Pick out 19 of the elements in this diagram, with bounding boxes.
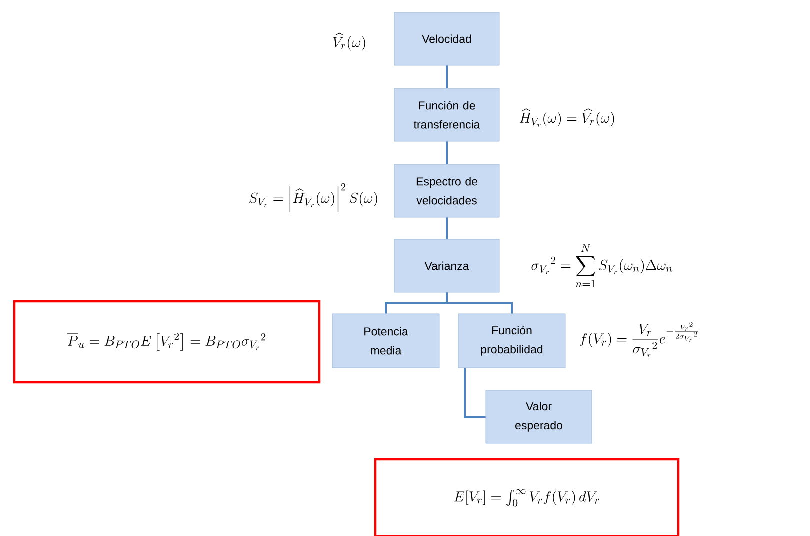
formula: $\widehat{H}_{V_r}(\omega) = \widehat{V_r}(\omega)$ <box>520 108 614 128</box>
process-box: Función de transferencia <box>394 88 500 142</box>
connector-line <box>446 66 448 88</box>
connector-line <box>446 292 513 314</box>
connector-line <box>464 368 486 418</box>
connector-line <box>446 218 448 240</box>
formula: $S_{V_r} = \left|\widehat{H}_{V_r}(\omega)\right|^2 S(\omega)$ <box>250 183 378 213</box>
process-box: Potencia media <box>332 314 440 368</box>
formula: ${\sigma_{V_r}}^2 = \sum_{n=1}^{N} S_{V_r}(\omega_n)\Delta\omega_n$ <box>532 244 672 288</box>
process-box: Velocidad <box>394 12 500 66</box>
process-box: Función probabilidad <box>458 314 566 368</box>
formula: $f(V_r) = \frac{V_r}{{\sigma_{V_r}}^2} e^{-\frac{{V_r}^2}{2{\sigma_{V_r}}^2}}$ <box>580 322 698 358</box>
process-box: Varianza <box>394 239 500 293</box>
formula-box: $\overline{P}_u = B_{PTO}E\left[{V_r}^2\right] = B_{PTO}{\sigma_{V_r}}^2$ <box>13 300 321 384</box>
formula-box: $E[V_r] = \int_0^\infty V_r f(V_r)\,dV_r$ <box>374 458 680 536</box>
connector-line <box>446 142 448 164</box>
formula: $\widehat{V_r}(\omega)$ <box>333 32 366 51</box>
process-box: Espectro de velocidades <box>394 164 500 218</box>
process-box: Valor esperado <box>486 390 592 444</box>
